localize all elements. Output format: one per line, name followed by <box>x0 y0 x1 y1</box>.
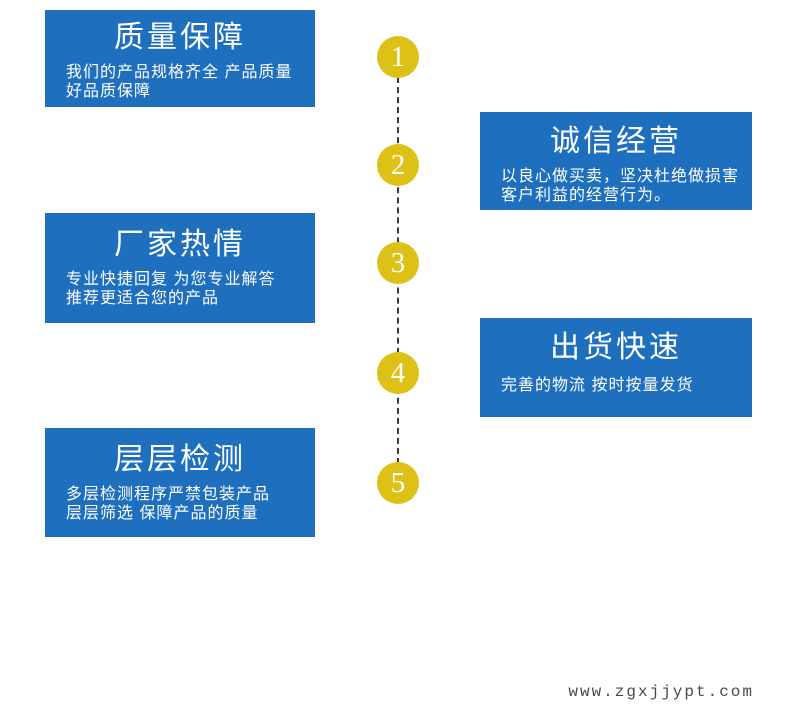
step-card-4: 出货快速 完善的物流 按时按量发货 <box>480 318 752 417</box>
step-number-badge-1: 1 <box>377 36 419 78</box>
step-title: 层层检测 <box>114 443 246 476</box>
step-description: 专业快捷回复 为您专业解答 推荐更适合您的产品 <box>66 271 276 307</box>
step-card-5: 层层检测 多层检测程序严禁包装产品 层层筛选 保障产品的质量 <box>45 428 315 537</box>
step-description: 完善的物流 按时按量发货 <box>501 377 694 394</box>
step-card-1: 质量保障 我们的产品规格齐全 产品质量 好品质保障 <box>45 10 315 107</box>
step-description: 我们的产品规格齐全 产品质量 好品质保障 <box>66 64 293 100</box>
step-title: 厂家热情 <box>114 228 246 261</box>
step-card-2: 诚信经营 以良心做买卖，坚决杜绝做损害 客户利益的经营行为。 <box>480 112 752 210</box>
step-title: 诚信经营 <box>550 125 682 158</box>
step-card-3: 厂家热情 专业快捷回复 为您专业解答 推荐更适合您的产品 <box>45 213 315 323</box>
step-number-badge-3: 3 <box>377 242 419 284</box>
step-title: 出货快速 <box>550 331 682 364</box>
step-title: 质量保障 <box>114 21 246 54</box>
step-number-badge-4: 4 <box>377 352 419 394</box>
step-description: 多层检测程序严禁包装产品 层层筛选 保障产品的质量 <box>66 486 271 522</box>
watermark-url: www.zgxjjypt.com <box>568 683 754 701</box>
step-number-badge-2: 2 <box>377 144 419 186</box>
step-number-badge-5: 5 <box>377 462 419 504</box>
step-description: 以良心做买卖，坚决杜绝做损害 客户利益的经营行为。 <box>501 168 740 204</box>
